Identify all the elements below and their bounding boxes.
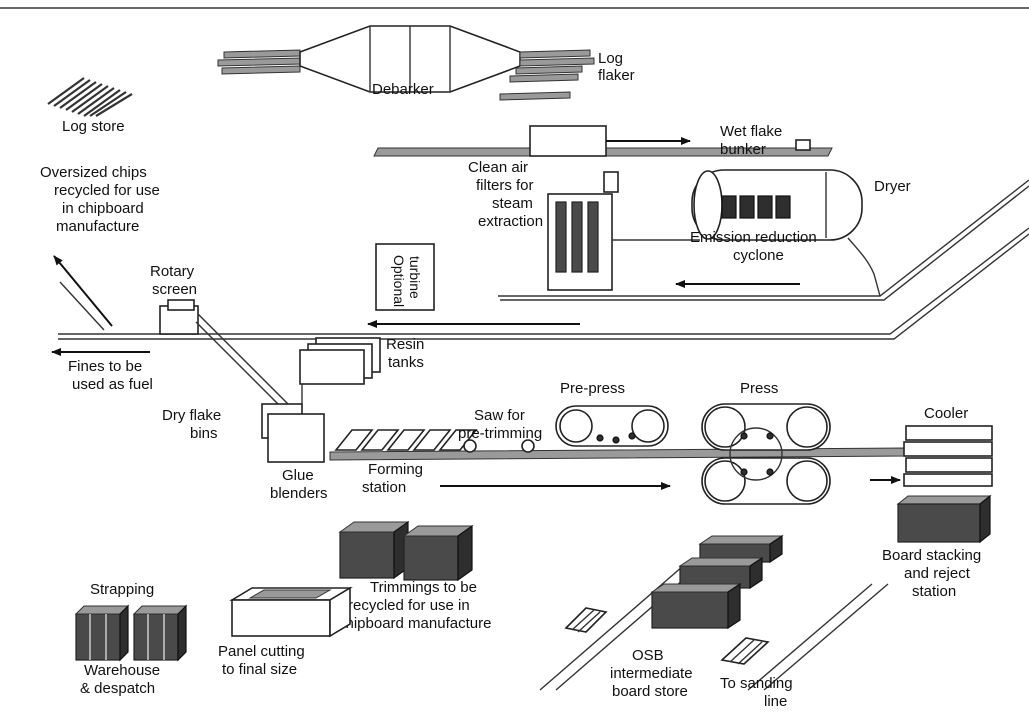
resin-label-2: tanks — [388, 354, 424, 371]
log-store-label: Log store — [62, 118, 125, 135]
rotary-label-1: Rotary — [150, 263, 195, 280]
osb-cart-right-icon — [720, 637, 770, 665]
dry-flake-label-2: bins — [190, 425, 218, 442]
forming-label-2: station — [362, 479, 406, 496]
oversized-label-2: recycled for use — [54, 182, 160, 199]
dryer-icon — [691, 169, 863, 241]
glue-label-2: blenders — [270, 485, 328, 502]
emission-label-2: cyclone — [733, 247, 784, 264]
press-label: Press — [740, 380, 778, 397]
rotary-screen-icon — [159, 299, 297, 415]
wet-flake-label-2: bunker — [720, 141, 766, 158]
clean-air-label-1: Clean air — [468, 159, 528, 176]
clean-air-filter-icon — [547, 171, 700, 291]
clean-air-label-2: filters for — [476, 177, 534, 194]
trimmings-icon — [338, 520, 474, 582]
warehouse-label-1: Warehouse — [84, 662, 160, 679]
forming-label-1: Forming — [368, 461, 423, 478]
flake-conveyor-loop — [58, 179, 1029, 340]
log-flaker-label-2: flaker — [598, 67, 635, 84]
stacking-label-3: station — [912, 583, 956, 600]
resin-label-1: Resin — [386, 336, 424, 353]
log-flaker-outfeed-icon — [499, 49, 595, 101]
debarker-label: Debarker — [372, 81, 434, 98]
panel-label-1: Panel cutting — [218, 643, 305, 660]
panel-label-2: to final size — [222, 661, 297, 678]
warehouse-label-2: & despatch — [80, 680, 155, 697]
oversized-arrow — [53, 255, 113, 327]
oversized-label-1: Oversized chips — [40, 164, 147, 181]
osb-store-icon — [650, 534, 784, 630]
pre-press-icon — [555, 405, 669, 447]
trimmings-label-1: Trimmings to be — [370, 579, 477, 596]
pre-press-label: Pre-press — [560, 380, 625, 397]
fines-label-1: Fines to be — [68, 358, 142, 375]
optional-turbine-label-2: turbine — [407, 256, 423, 299]
oversized-label-3: in chipboard — [62, 200, 144, 217]
fines-label-2: used as fuel — [72, 376, 153, 393]
stacking-label-1: Board stacking — [882, 547, 981, 564]
sanding-label-2: line — [764, 693, 787, 710]
dryer-label: Dryer — [874, 178, 911, 195]
cooler-label: Cooler — [924, 405, 968, 422]
saw-icon — [463, 439, 535, 453]
log-store-icon — [47, 77, 133, 117]
log-flaker-label-1: Log — [598, 50, 623, 67]
clean-air-label-3: steam — [492, 195, 533, 212]
rotary-label-2: screen — [152, 281, 197, 298]
press-icon — [701, 403, 831, 505]
stacking-label-2: and reject — [904, 565, 971, 582]
osb-label-2: intermediate — [610, 665, 693, 682]
forming-station-icon — [334, 429, 478, 451]
optional-turbine-label-1: Optional — [391, 255, 407, 307]
strapping-label: Strapping — [90, 581, 154, 598]
trimmings-label-3: chipboard manufacture — [338, 615, 491, 632]
dry-flake-label-1: Dry flake — [162, 407, 221, 424]
optional-turbine-box — [375, 243, 435, 311]
glue-label-1: Glue — [282, 467, 314, 484]
resin-tanks-icon — [299, 337, 381, 385]
clean-air-label-4: extraction — [478, 213, 543, 230]
oversized-label-4: manufacture — [56, 218, 139, 235]
emission-label-1: Emission reduction — [690, 229, 817, 246]
panel-cutting-icon — [229, 586, 353, 638]
wet-flake-label-1: Wet flake — [720, 123, 782, 140]
cooler-icon — [903, 425, 993, 487]
sanding-label-1: To sanding — [720, 675, 793, 692]
dry-flake-bins-icon — [261, 384, 325, 463]
saw-label-1: Saw for — [474, 407, 525, 424]
strapping-icon — [74, 604, 188, 662]
osb-cart-left-icon — [564, 607, 608, 633]
osb-label-1: OSB — [632, 647, 664, 664]
osb-label-3: board store — [612, 683, 688, 700]
wet-flake-conveyor-icon — [373, 125, 833, 157]
log-infeed-icon — [217, 49, 303, 75]
board-stacking-icon — [896, 494, 992, 544]
saw-label-2: pre-trimming — [458, 425, 542, 442]
trimmings-label-2: recycled for use in — [348, 597, 470, 614]
